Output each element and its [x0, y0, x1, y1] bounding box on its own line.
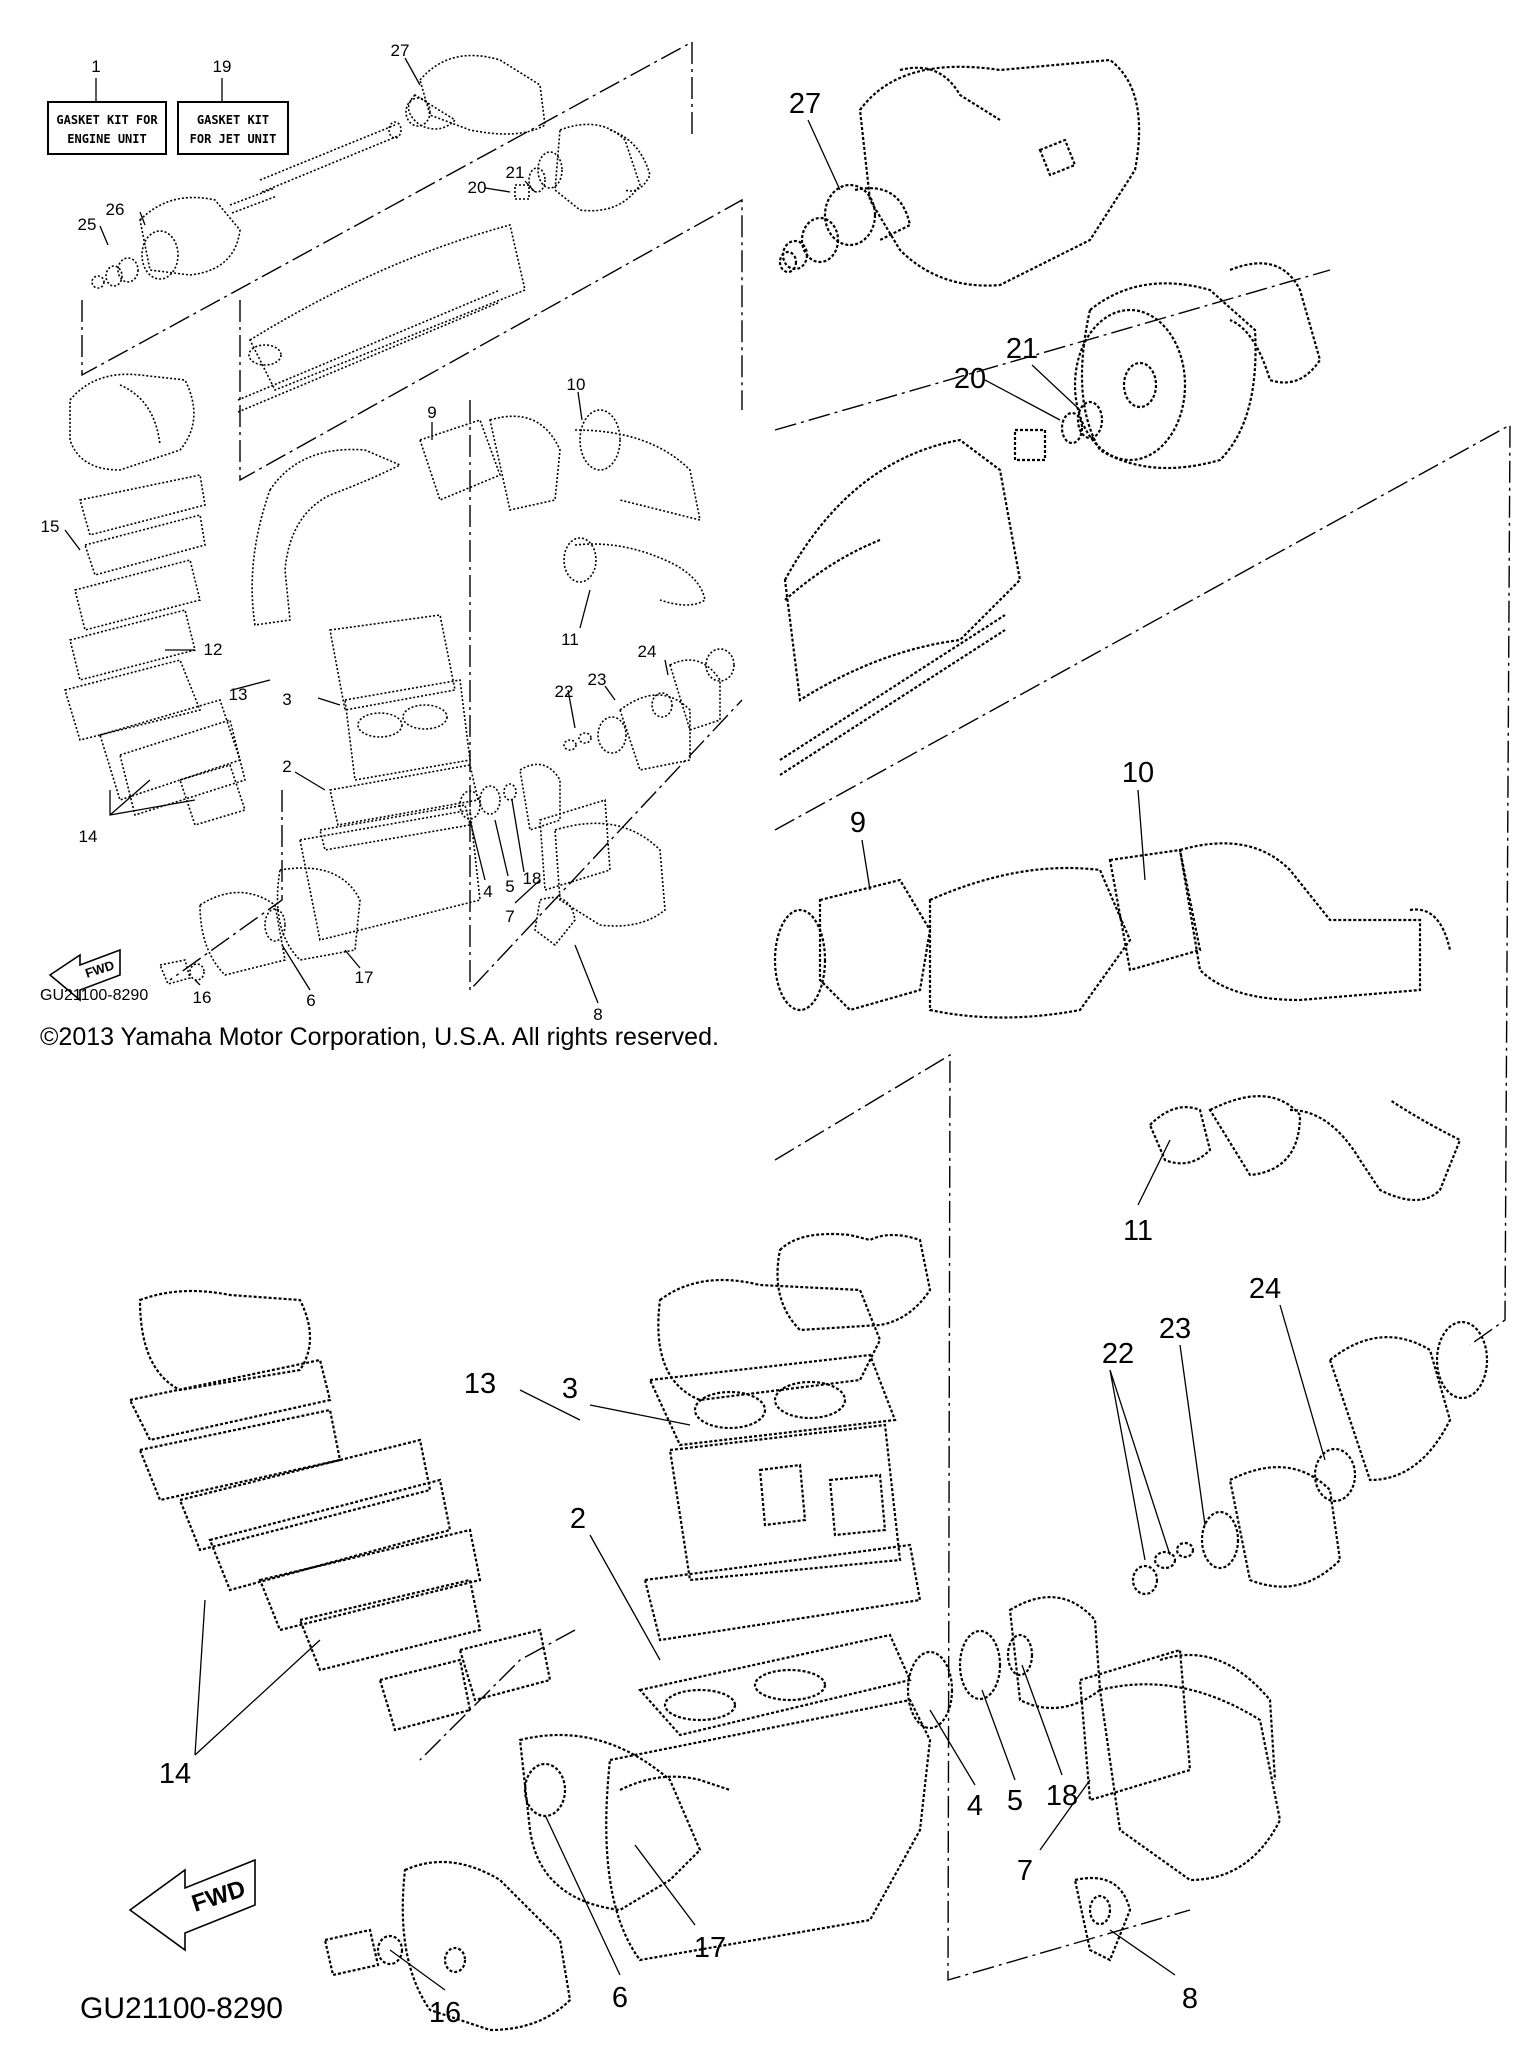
callout-7: 7: [1017, 1855, 1033, 1887]
callout-9: 9: [427, 403, 436, 422]
fwd-arrow-icon: FWD: [128, 1858, 256, 1952]
callout-3: 3: [282, 690, 291, 709]
callout-18: 18: [523, 869, 542, 888]
callout-9: 9: [850, 807, 866, 839]
callout-10: 10: [567, 375, 586, 394]
callout-18: 18: [1046, 1780, 1078, 1812]
callout-5: 5: [505, 877, 514, 896]
jet-gasket-kit-box: 19 GASKET KIT FOR JET UNIT: [177, 57, 289, 155]
callout-4: 4: [967, 1790, 983, 1822]
callout-17: 17: [694, 1932, 726, 1964]
callout-25: 25: [78, 215, 97, 234]
overview-diagram: 1 GASKET KIT FOR ENGINE UNIT 19 GASKET K…: [40, 40, 743, 1051]
copyright-notice: ©2013 Yamaha Motor Corporation, U.S.A. A…: [40, 1023, 719, 1051]
detail-diagram: FWD 27 21 20 10 9 11 24 23 22 13 3: [80, 58, 1511, 2032]
figure-code-large: GU21100-8290: [80, 1992, 283, 2025]
callout-24: 24: [1249, 1273, 1281, 1305]
callout-3: 3: [562, 1373, 578, 1405]
callout-2: 2: [570, 1503, 586, 1535]
callout-8: 8: [1182, 1983, 1198, 2015]
kit-label-line1: GASKET KIT FOR: [56, 113, 158, 127]
callout-16: 16: [429, 1997, 461, 2029]
callout-23: 23: [588, 670, 607, 689]
callout-7: 7: [505, 907, 514, 926]
callout-14: 14: [159, 1758, 191, 1790]
callout-6: 6: [306, 991, 315, 1010]
kit-label-line2: FOR JET UNIT: [190, 132, 277, 146]
callout-11: 11: [1123, 1215, 1153, 1247]
callout-4: 4: [483, 882, 492, 901]
callout-11: 11: [561, 630, 579, 649]
callout-24: 24: [638, 642, 657, 661]
figure-code-small: GU21100-8290: [40, 987, 148, 1004]
callout-20: 20: [954, 363, 986, 395]
fwd-label: FWD: [83, 957, 116, 980]
callout-23: 23: [1159, 1313, 1191, 1345]
callout-2: 2: [282, 757, 291, 776]
engine-gasket-kit-box: 1 GASKET KIT FOR ENGINE UNIT: [47, 57, 167, 155]
kit-label-line2: ENGINE UNIT: [67, 132, 146, 146]
callout-27: 27: [391, 41, 410, 60]
callout-8: 8: [593, 1005, 602, 1024]
callout-20: 20: [468, 178, 487, 197]
callout-6: 6: [612, 1982, 628, 2014]
kit-number: 19: [213, 57, 232, 76]
callout-27: 27: [789, 88, 821, 120]
callout-10: 10: [1122, 757, 1154, 789]
callout-22: 22: [1102, 1338, 1134, 1370]
callout-22: 22: [555, 682, 574, 701]
callout-13: 13: [229, 685, 248, 704]
callout-17: 17: [355, 968, 374, 987]
callout-16: 16: [193, 988, 212, 1007]
callout-14: 14: [79, 827, 98, 846]
callout-13: 13: [464, 1368, 496, 1400]
kit-label-line1: GASKET KIT: [197, 113, 269, 127]
kit-number: 1: [91, 57, 100, 76]
callout-21: 21: [506, 163, 525, 182]
callout-15: 15: [41, 517, 60, 536]
callout-5: 5: [1007, 1785, 1023, 1817]
callout-21: 21: [1006, 333, 1038, 365]
callout-26: 26: [106, 200, 125, 219]
callout-12: 12: [204, 640, 223, 659]
